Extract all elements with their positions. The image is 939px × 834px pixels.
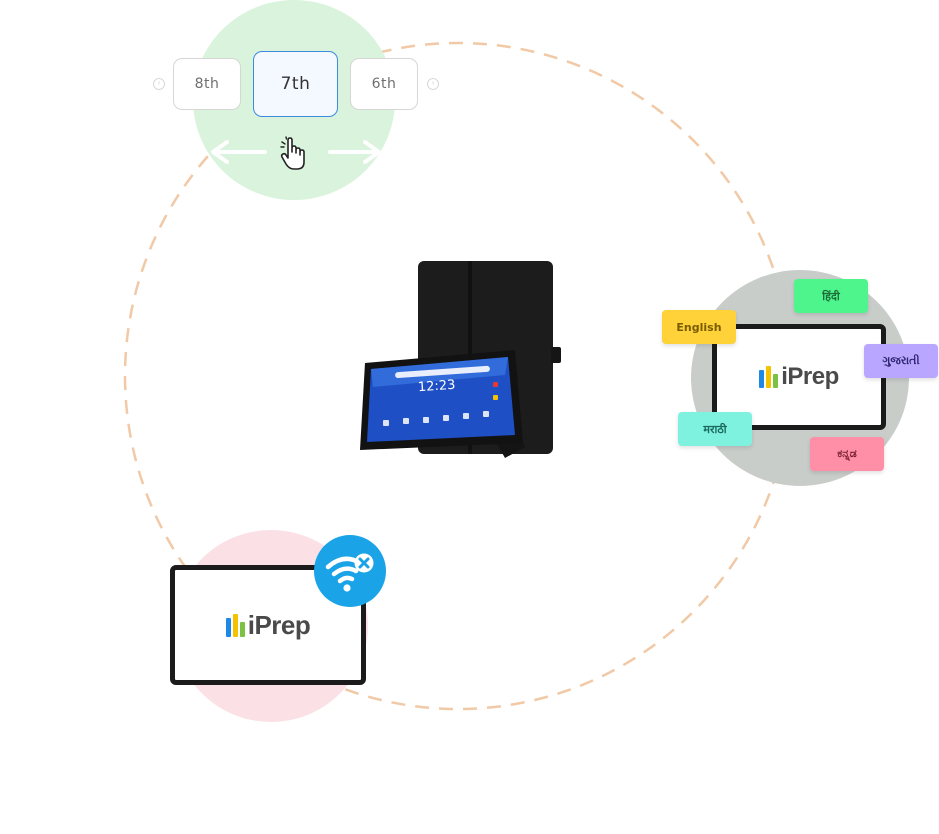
- hand-pointer-icon: [280, 136, 305, 170]
- offline-tablet: iPrep: [170, 565, 366, 685]
- iprep-logo-mark-icon: [225, 613, 245, 637]
- iprep-logo: iPrep: [759, 363, 839, 391]
- iprep-logo-mark-icon: [759, 366, 779, 388]
- tablet-clock: 12:23: [417, 377, 456, 396]
- wifi-off-badge: [314, 535, 386, 607]
- tablet-with-case: [360, 261, 561, 458]
- language-english[interactable]: English: [662, 310, 736, 344]
- swipe-arrows-icon: [211, 140, 381, 164]
- grade-option-right[interactable]: 6th: [350, 58, 418, 110]
- scroll-left-icon[interactable]: ‹: [153, 78, 165, 90]
- grade-option-left[interactable]: 8th: [173, 58, 241, 110]
- scroll-right-icon[interactable]: ›: [427, 78, 439, 90]
- wifi-off-icon: [325, 553, 374, 592]
- grade-option-selected[interactable]: 7th: [253, 51, 338, 117]
- language-hindi[interactable]: हिंदी: [794, 279, 868, 313]
- language-kannada[interactable]: ಕನ್ನಡ: [810, 437, 884, 471]
- language-gujarati[interactable]: ગુજરાતી: [864, 344, 938, 378]
- iprep-logo: iPrep: [225, 610, 311, 641]
- language-marathi[interactable]: मराठी: [678, 412, 752, 446]
